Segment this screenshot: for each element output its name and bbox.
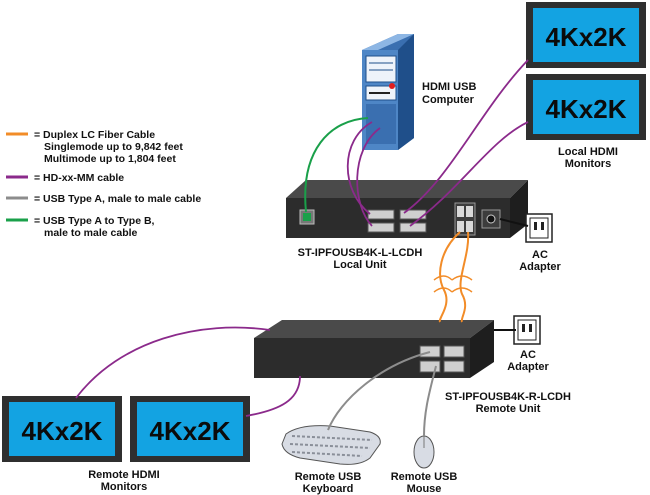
usb-a-cable-keyboard — [327, 351, 431, 431]
mouse-label-2: Mouse — [407, 483, 442, 495]
ac-adapter-remote-label: AC — [520, 349, 536, 361]
usb-a-cable-mouse — [423, 365, 437, 437]
ac-outlet-local-icon — [525, 213, 553, 243]
hdmi-cable-remote-monitor-2 — [245, 375, 301, 417]
ac-outlet-remote-icon — [513, 315, 541, 345]
remote-monitor-2: 4Kx2K — [130, 396, 250, 462]
local-unit-label: Local Unit — [333, 259, 387, 271]
legend-fiber-label: = Duplex LC Fiber Cable — [34, 129, 155, 141]
legend-usb-ab-label: = USB Type A to Type B, — [34, 215, 155, 227]
remote-unit-label: Remote Unit — [476, 403, 541, 415]
computer-label-2: Computer — [422, 94, 475, 106]
remote-monitor-2-text: 4Kx2K — [150, 416, 231, 446]
remote-monitors-label: Remote HDMI — [88, 469, 160, 481]
local-monitor-2: 4Kx2K — [526, 74, 646, 140]
remote-monitor-1: 4Kx2K — [2, 396, 122, 462]
local-monitor-2-text: 4Kx2K — [546, 94, 627, 124]
mouse-icon — [413, 435, 435, 469]
computer-label: HDMI USB — [422, 81, 476, 93]
legend-fiber-singlemode: Singlemode up to 9,842 feet — [44, 141, 183, 153]
hdmi-cable-local-monitor-1 — [403, 59, 529, 214]
hdmi-cable-remote-monitor-1 — [75, 326, 271, 399]
local-monitor-1: 4Kx2K — [526, 2, 646, 68]
legend-usb-ab-label-2: male to male cable — [44, 227, 138, 239]
keyboard-label: Remote USB — [295, 471, 362, 483]
power-cable-local — [499, 218, 529, 227]
legend-usb-a-label: = USB Type A, male to male cable — [34, 193, 201, 205]
keyboard-label-2: Keyboard — [303, 483, 354, 495]
legend-fiber-multimode: Multimode up to 1,804 feet — [44, 153, 176, 165]
remote-unit — [254, 320, 494, 378]
mouse-label: Remote USB — [391, 471, 458, 483]
ac-adapter-local-label-2: Adapter — [519, 261, 561, 273]
computer-tower-icon — [362, 34, 414, 150]
local-monitors-label-2: Monitors — [565, 158, 611, 170]
legend-hdmi-label: = HD-xx-MM cable — [34, 172, 124, 184]
keyboard-icon — [281, 425, 381, 465]
fiber-break-marks — [433, 275, 473, 293]
local-monitors-label: Local HDMI — [558, 146, 618, 158]
local-monitor-1-text: 4Kx2K — [546, 22, 627, 52]
legend: = Duplex LC Fiber Cable Singlemode up to… — [6, 129, 201, 239]
hdmi-cable-computer-2 — [356, 127, 381, 227]
remote-monitor-1-text: 4Kx2K — [22, 416, 103, 446]
fiber-cable-1 — [438, 231, 461, 323]
local-unit-model: ST-IPFOUSB4K-L-LCDH — [298, 247, 423, 259]
remote-monitors-label-2: Monitors — [101, 481, 147, 493]
remote-unit-model: ST-IPFOUSB4K-R-LCDH — [445, 391, 571, 403]
fiber-cable-2 — [459, 231, 470, 323]
ac-adapter-local-label: AC — [532, 249, 548, 261]
local-unit — [286, 180, 528, 238]
hdmi-cable-local-monitor-2 — [409, 121, 529, 227]
ac-adapter-remote-label-2: Adapter — [507, 361, 549, 373]
usb-ab-cable — [304, 117, 369, 213]
